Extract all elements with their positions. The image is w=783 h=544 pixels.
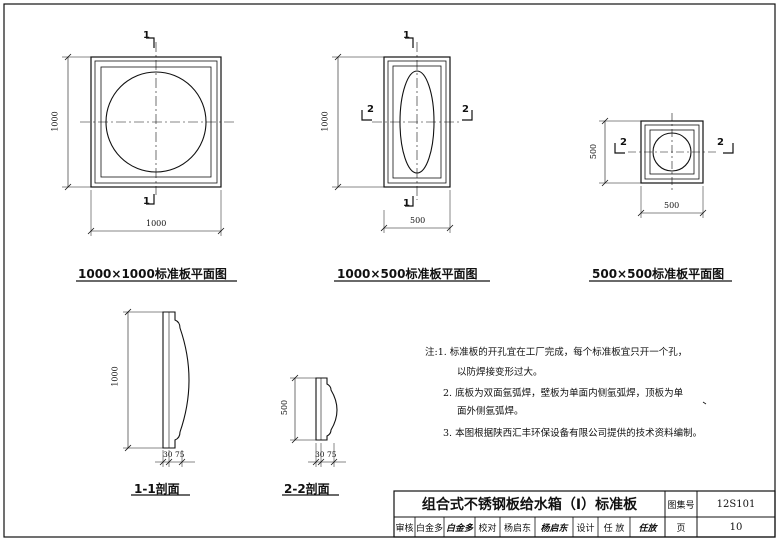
dim-section1-a: 30 — [163, 450, 173, 459]
design-name: 任 放 — [603, 523, 625, 534]
section-label-2-right: 2 — [462, 104, 469, 115]
dim-vertical-1000: 1000 — [320, 111, 330, 132]
dim-section1-height: 1000 — [110, 366, 120, 387]
note-1-line-2: 以防焊接变形过大。 — [457, 367, 543, 378]
dim-vertical-1000: 1000 — [50, 111, 60, 132]
section-label-2-left: 2 — [367, 104, 374, 115]
plan-1000x500 — [332, 37, 473, 233]
dim-horizontal-500: 500 — [410, 216, 426, 225]
check-name: 杨启东 — [503, 523, 531, 534]
atlas-number: 12S101 — [716, 498, 756, 510]
design-label: 设计 — [576, 523, 595, 534]
section-mark-top — [146, 37, 155, 48]
note-3: 3. 本图根据陕西汇丰环保设备有限公司提供的技术资料编制。 — [443, 428, 703, 439]
plan-500x500 — [599, 113, 734, 218]
caption-section-1-1: 1-1剖面 — [134, 482, 180, 496]
section-mark-top — [405, 37, 414, 48]
dim-section1-b: 75 — [175, 450, 185, 459]
page-label: 页 — [676, 523, 686, 534]
plan-1000x1000 — [62, 37, 236, 236]
dim-horizontal-1000: 1000 — [146, 219, 167, 228]
section-mark-left — [614, 143, 625, 154]
page-number: 10 — [729, 521, 743, 533]
section-label-1-top: 1 — [143, 30, 150, 41]
section-profile — [162, 311, 190, 449]
dim-section2-a: 30 — [315, 450, 325, 459]
caption-section-2-2: 2-2剖面 — [284, 482, 330, 496]
caption-plan-1000x1000: 1000×1000标准板平面图 — [78, 267, 227, 281]
check-label: 校对 — [478, 523, 497, 534]
caption-plan-1000x500: 1000×500标准板平面图 — [337, 267, 478, 281]
dim-section2-height: 500 — [280, 399, 290, 416]
note-1-line-1: 注:1. 标准板的开孔宜在工厂完成，每个标准板宜只开一个孔， — [425, 347, 688, 358]
note-2-line-1: 2. 底板为双面氩弧焊，壁板为单面内侧氩弧焊，顶板为单 — [443, 388, 684, 399]
section-mark-bottom — [405, 196, 414, 207]
drawing-title: 组合式不锈钢板给水箱（Ⅰ）标准板 — [421, 497, 638, 513]
section-label-1-top: 1 — [403, 30, 410, 41]
dim-vertical-500: 500 — [589, 143, 599, 160]
section-mark-right — [723, 143, 734, 154]
review-label: 审核 — [395, 523, 414, 534]
review-name: 白金多 — [415, 523, 443, 534]
dim-horizontal-500: 500 — [664, 201, 680, 210]
section-1-1 — [123, 308, 195, 467]
atlas-number-label: 图集号 — [667, 500, 695, 511]
section-label-1-bottom: 1 — [403, 198, 410, 209]
note-2-line-2: 面外侧氩弧焊。 — [457, 406, 524, 417]
design-signature: 任放 — [638, 523, 657, 534]
section-mark-right — [462, 110, 473, 121]
section-label-2-right: 2 — [717, 137, 724, 148]
check-signature: 杨启东 — [540, 523, 568, 534]
caption-plan-500x500: 500×500标准板平面图 — [592, 267, 725, 281]
title-block-grid — [393, 490, 776, 538]
section-mark-bottom — [146, 194, 155, 205]
dim-section2-b: 75 — [327, 450, 337, 459]
sheet-border — [3, 3, 776, 538]
section-label-1-bottom: 1 — [143, 196, 150, 207]
section-label-2-left: 2 — [620, 137, 627, 148]
section-profile — [315, 377, 338, 441]
section-mark-left — [361, 110, 372, 121]
review-signature: 白金多 — [445, 523, 473, 534]
section-2-2 — [290, 374, 346, 467]
